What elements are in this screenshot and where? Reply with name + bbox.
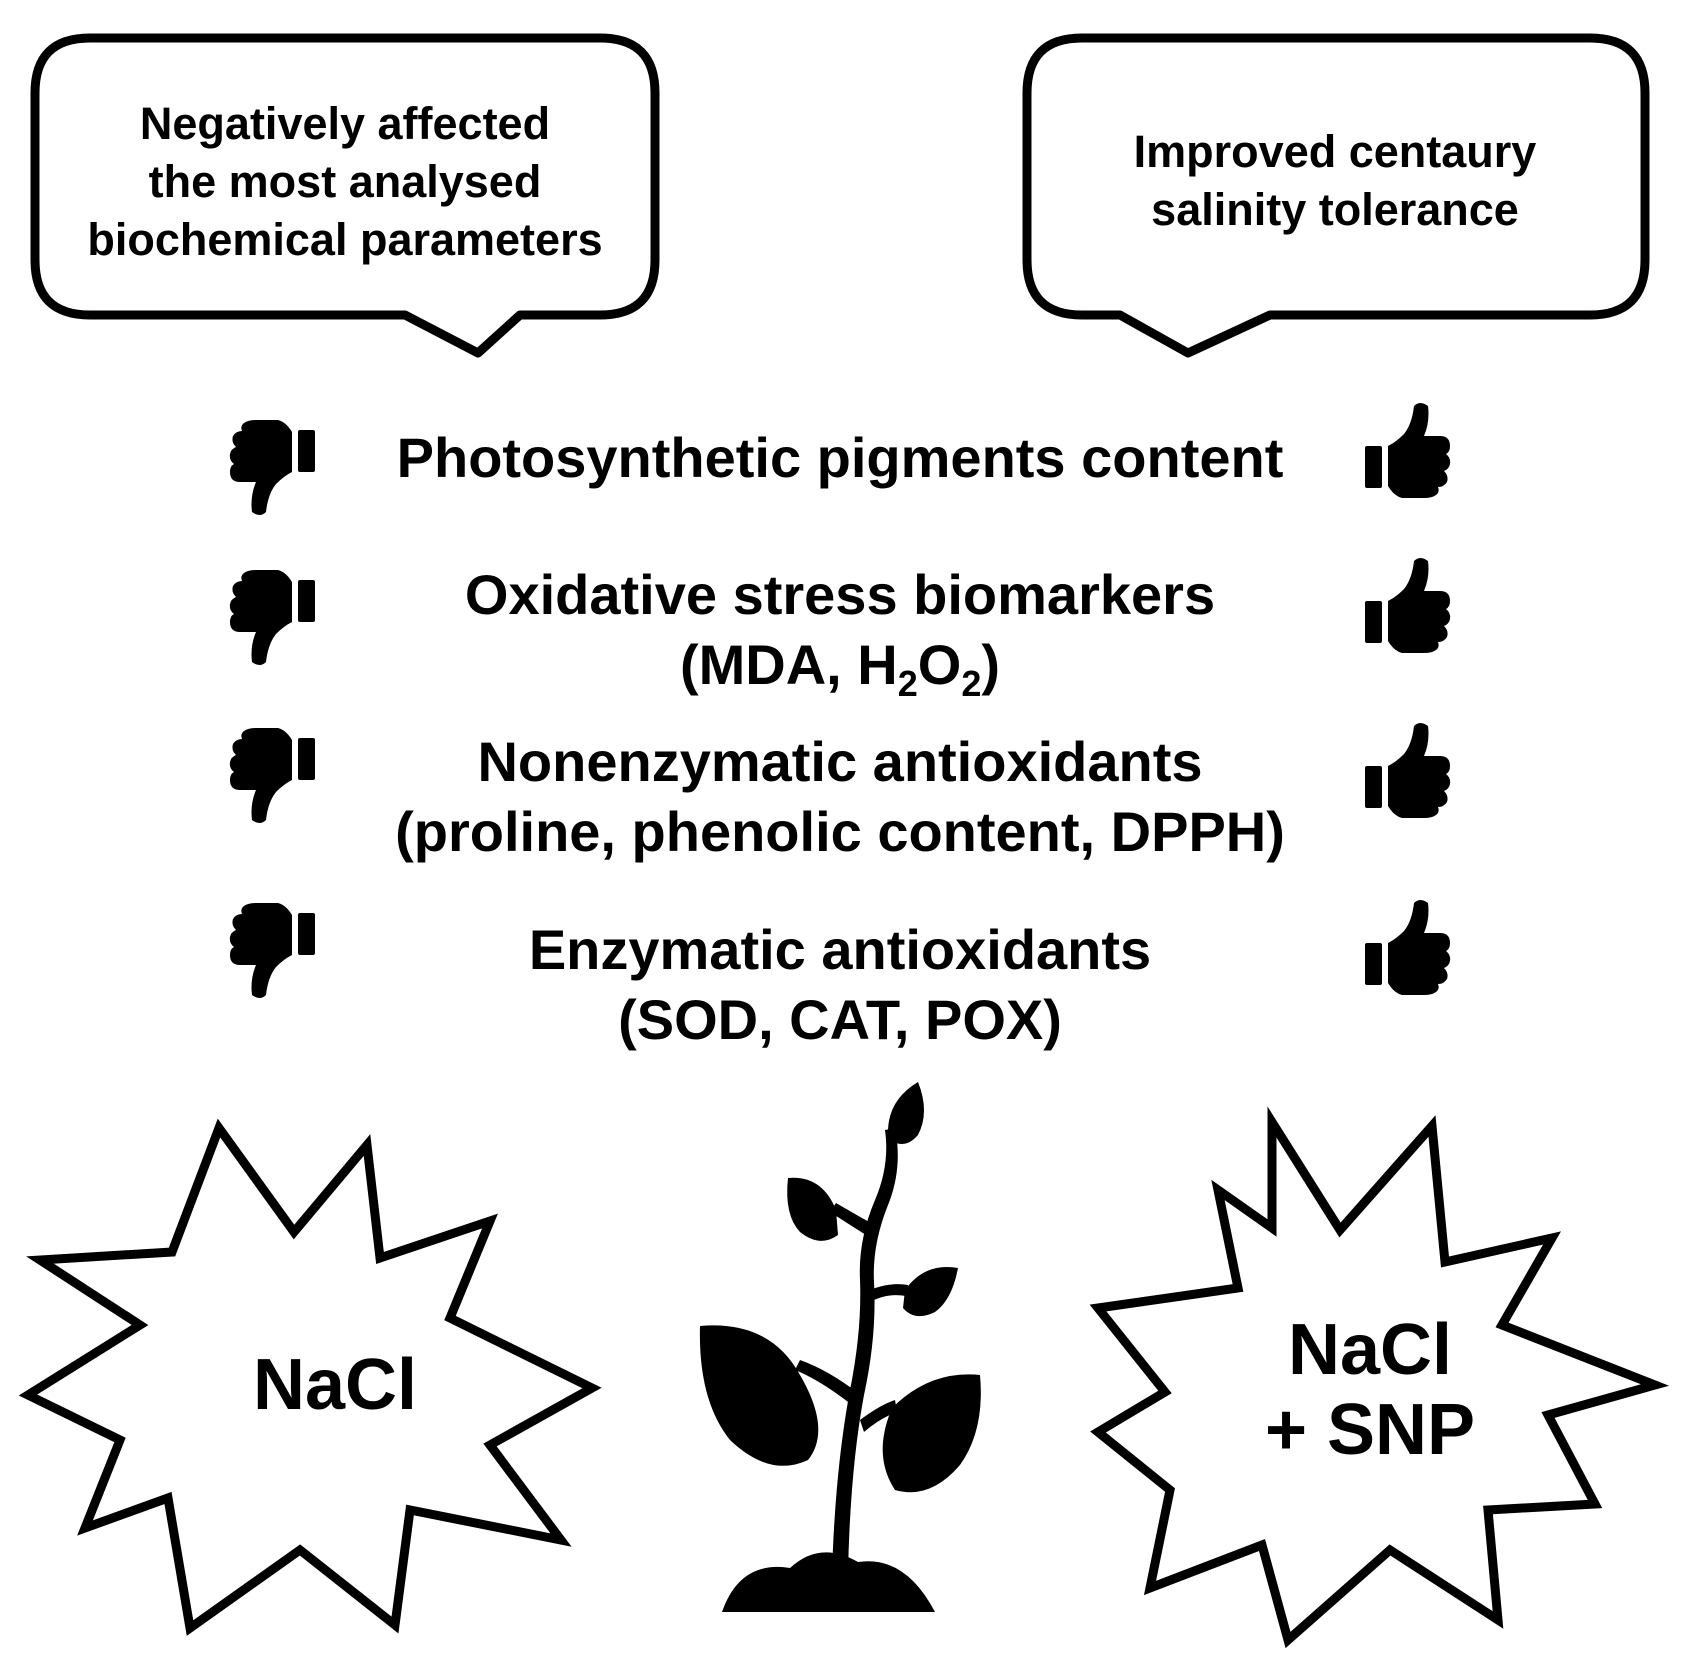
parameter-sublabel: (proline, phenolic content, DPPH): [395, 800, 1285, 863]
right-speech-bubble: [1022, 33, 1650, 358]
right-bubble-line-1: Improved centaury: [1133, 126, 1537, 177]
right-bubble-line-2: salinity tolerance: [1151, 184, 1519, 235]
thumbs-up-icon: [1365, 723, 1451, 818]
parameter-sublabel: (SOD, CAT, POX): [618, 988, 1062, 1051]
left-bubble-line-2: the most analysed: [148, 156, 542, 207]
left-bubble-line-3: biochemical parameters: [87, 214, 603, 265]
parameter-label: Enzymatic antioxidants: [528, 918, 1152, 981]
nacl-snp-label-line-1: NaCl: [1287, 1310, 1453, 1390]
thumbs-down-icon: [229, 728, 315, 823]
right-bubble-text: Improved centaury salinity tolerance: [1040, 123, 1630, 239]
left-bubble-line-1: Negatively affected: [139, 98, 551, 149]
plant-icon: [699, 1082, 981, 1612]
parameter-oxidative-stress: Oxidative stress biomarkers (MDA, H2O2): [330, 560, 1350, 704]
nacl-snp-starburst: [1089, 1106, 1670, 1649]
nacl-snp-label: NaCl + SNP: [1220, 1310, 1520, 1470]
parameter-sublabel: (MDA, H2O2): [679, 633, 1001, 704]
thumbs-down-icon: [229, 420, 315, 515]
parameter-label: Photosynthetic pigments content: [396, 426, 1284, 489]
thumbs-down-icon: [229, 570, 315, 665]
nacl-starburst: [18, 1118, 602, 1636]
parameter-nonenzymatic-antioxidants: Nonenzymatic antioxidants (proline, phen…: [330, 727, 1350, 867]
nacl-snp-label-line-2: + SNP: [1264, 1390, 1476, 1470]
left-speech-bubble: [30, 33, 660, 358]
parameter-label: Nonenzymatic antioxidants: [477, 730, 1203, 793]
thumbs-up-icon: [1365, 403, 1451, 498]
thumbs-up-icon: [1365, 900, 1451, 995]
thumbs-down-icon: [229, 903, 315, 998]
parameter-photosynthetic-pigments: Photosynthetic pigments content: [330, 423, 1350, 493]
nacl-label: NaCl: [205, 1345, 465, 1425]
parameter-enzymatic-antioxidants: Enzymatic antioxidants (SOD, CAT, POX): [330, 915, 1350, 1055]
thumbs-up-icon: [1365, 558, 1451, 653]
left-bubble-text: Negatively affected the most analysed bi…: [50, 95, 640, 269]
nacl-label-line-1: NaCl: [252, 1345, 418, 1425]
parameter-label: Oxidative stress biomarkers: [464, 563, 1216, 626]
